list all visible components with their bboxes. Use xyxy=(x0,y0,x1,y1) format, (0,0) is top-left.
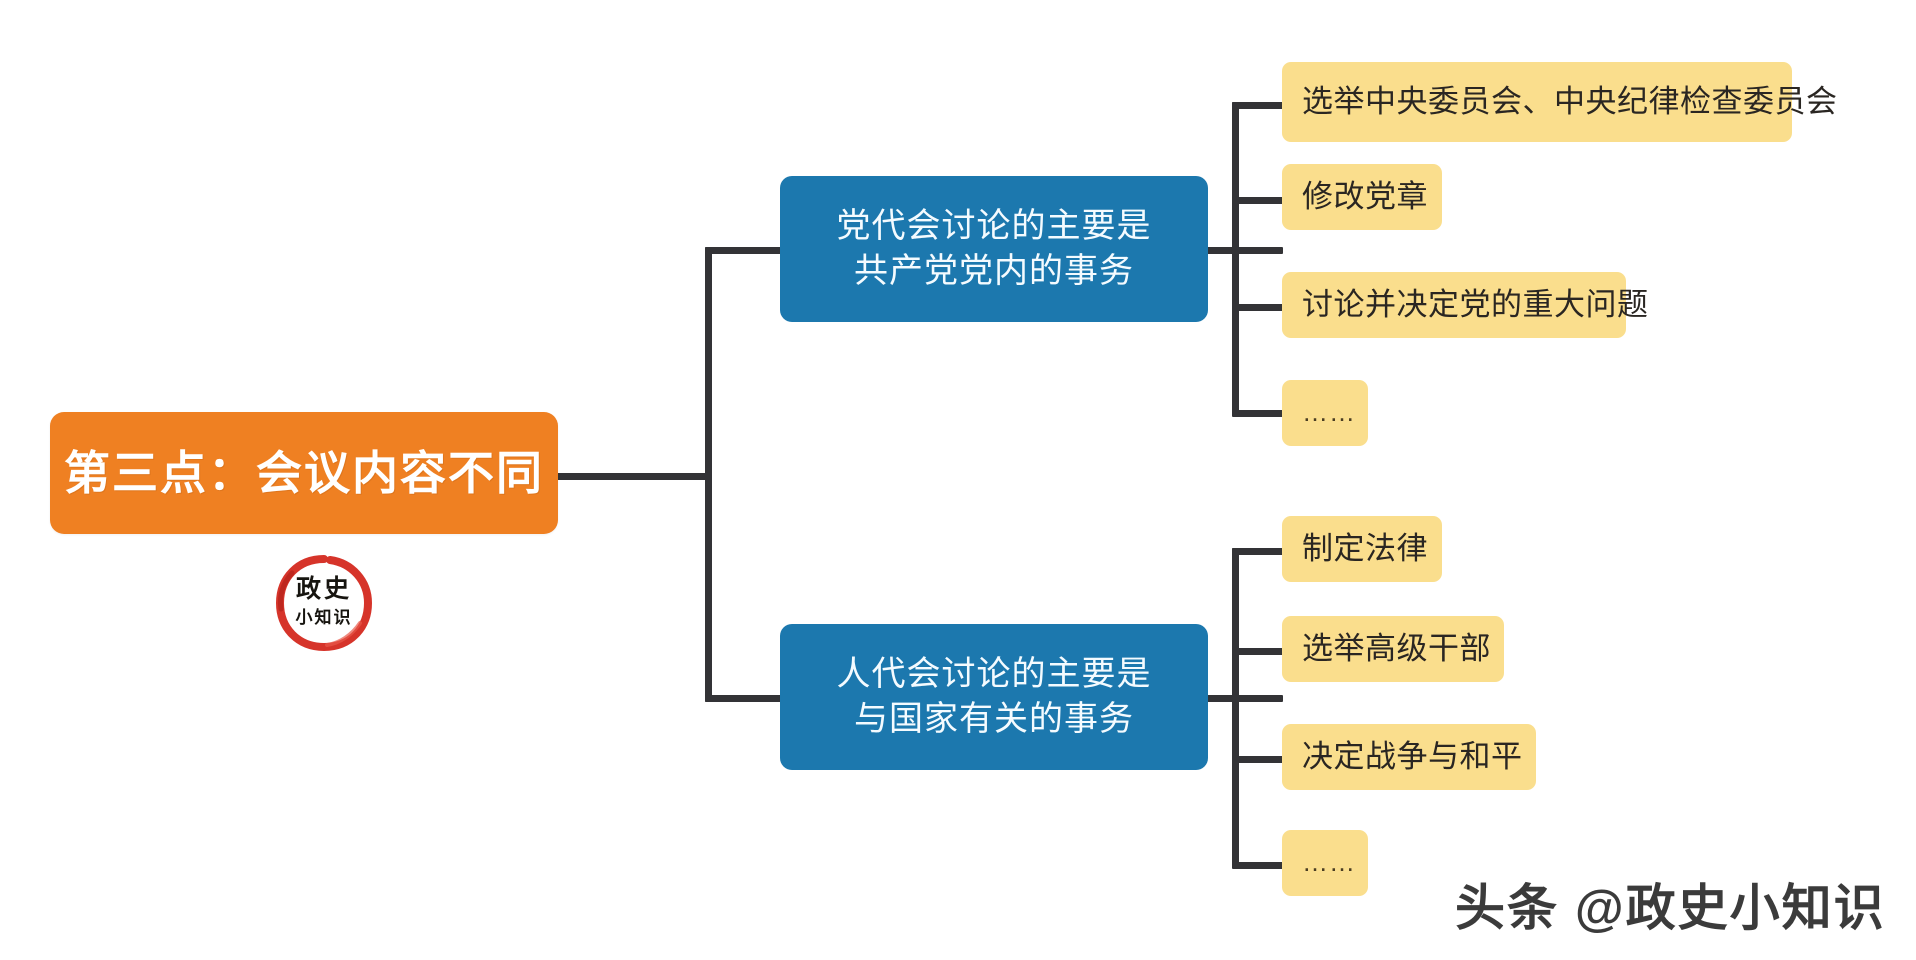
connector-root-trunk xyxy=(705,247,712,702)
stamp-circle-icon xyxy=(275,555,373,652)
connector-branch-1-leaf-1 xyxy=(1232,102,1284,109)
watermark-text: 头条 @政史小知识 xyxy=(1455,880,1886,936)
leaf-node-2-4-label: …… xyxy=(1302,847,1356,878)
leaf-node-1-1-label: 选举中央委员会、中央纪律检查委员会 xyxy=(1302,84,1838,120)
root-node[interactable]: 第三点：会议内容不同 xyxy=(50,412,558,534)
brand-stamp-logo: 政史 小知识 xyxy=(272,553,376,653)
connector-trunk-to-branch-2 xyxy=(705,695,783,702)
branch-node-1-label-line1: 党代会讨论的主要是 xyxy=(836,207,1152,246)
connector-branch-2-leaf-4 xyxy=(1232,862,1284,869)
connector-branch-2-leaf-1 xyxy=(1232,548,1284,555)
branch-node-1-label-line2: 共产党党内的事务 xyxy=(854,252,1134,290)
leaf-node-2-3-label: 决定战争与和平 xyxy=(1302,739,1523,775)
branch-node-1[interactable]: 党代会讨论的主要是 共产党党内的事务 xyxy=(780,176,1208,322)
connector-branch-2-spine-lower xyxy=(1232,695,1239,865)
leaf-node-2-1-label: 制定法律 xyxy=(1302,531,1428,567)
root-node-label: 第三点：会议内容不同 xyxy=(64,446,544,499)
stamp-top-text: 政史 xyxy=(295,576,352,603)
leaf-node-2-2-label: 选举高级干部 xyxy=(1302,631,1491,667)
leaf-node-1-1[interactable]: 选举中央委员会、中央纪律检查委员会 xyxy=(1282,62,1837,142)
leaf-node-2-3[interactable]: 决定战争与和平 xyxy=(1282,724,1536,790)
branch-node-2[interactable]: 人代会讨论的主要是 与国家有关的事务 xyxy=(780,624,1208,770)
leaf-node-2-2[interactable]: 选举高级干部 xyxy=(1282,616,1504,682)
connector-branch-2-spine xyxy=(1232,548,1239,698)
leaf-node-1-2[interactable]: 修改党章 xyxy=(1282,164,1442,230)
connector-branch-1-leaf-3 xyxy=(1232,304,1284,311)
connector-branch-1-stub xyxy=(1205,247,1283,254)
leaf-node-2-4[interactable]: …… xyxy=(1282,830,1368,896)
connector-root-stub xyxy=(556,473,712,480)
branch-node-2-label-line1: 人代会讨论的主要是 xyxy=(836,655,1152,694)
connector-branch-2-leaf-3 xyxy=(1232,756,1284,763)
branch-node-2-label: 人代会讨论的主要是 与国家有关的事务 xyxy=(837,652,1152,742)
branch-node-2-label-line2: 与国家有关的事务 xyxy=(854,700,1134,738)
connector-branch-2-stub xyxy=(1205,695,1283,702)
connector-branch-2-leaf-2 xyxy=(1232,648,1284,655)
branch-node-1-label: 党代会讨论的主要是 共产党党内的事务 xyxy=(837,204,1152,294)
connector-branch-1-leaf-2 xyxy=(1232,197,1284,204)
connector-branch-1-spine xyxy=(1232,102,1239,342)
leaf-node-1-4[interactable]: …… xyxy=(1282,380,1368,446)
leaf-node-1-3-label: 讨论并决定党的重大问题 xyxy=(1302,287,1649,323)
leaf-node-1-4-label: …… xyxy=(1302,397,1356,428)
connector-trunk-to-branch-1 xyxy=(705,247,783,254)
leaf-node-2-1[interactable]: 制定法律 xyxy=(1282,516,1442,582)
stamp-bottom-text: 小知识 xyxy=(295,608,353,627)
leaf-node-1-2-label: 修改党章 xyxy=(1302,179,1428,215)
leaf-node-1-3[interactable]: 讨论并决定党的重大问题 xyxy=(1282,272,1648,338)
connector-branch-1-leaf-4 xyxy=(1232,410,1284,417)
connector-branch-1-spine-lower xyxy=(1232,247,1239,413)
